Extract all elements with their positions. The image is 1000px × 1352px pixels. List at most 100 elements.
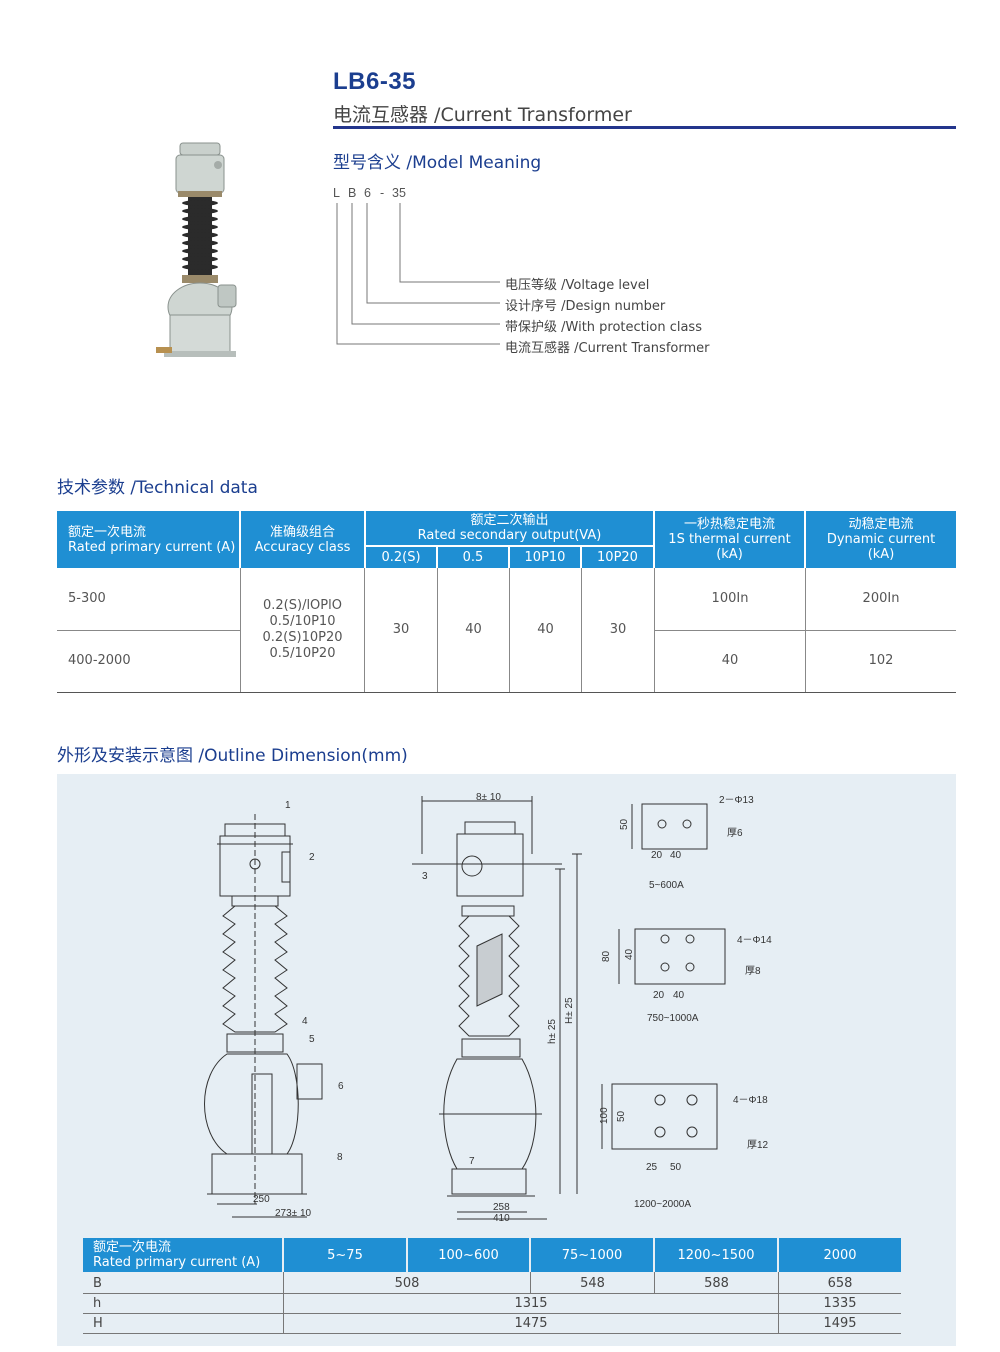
t1-caption: 5~600A xyxy=(649,880,684,891)
dim-258: 258 xyxy=(493,1202,510,1213)
table-cell: 30 xyxy=(609,622,627,637)
dim-col-header: 75~1000 xyxy=(531,1238,653,1272)
header-class-05: 0.5 xyxy=(438,547,508,568)
dim-row-label: H xyxy=(93,1315,103,1331)
table-cell: 40 xyxy=(721,653,739,668)
t2-dim-40: 40 xyxy=(673,990,685,1001)
t3-dim-100: 100 xyxy=(599,1107,610,1124)
callout-4: 4 xyxy=(302,1016,308,1027)
t2-thickness-label: 厚8 xyxy=(745,965,761,977)
table-cell: 1475 xyxy=(514,1315,548,1331)
dim-header-label: 额定一次电流 Rated primary current (A) xyxy=(83,1238,282,1272)
table-cell: 1495 xyxy=(823,1315,857,1331)
table-cell: 548 xyxy=(580,1275,605,1291)
header-secondary-output-en: Rated secondary output(VA) xyxy=(417,528,602,543)
outline-heading: 外形及安装示意图 /Outline Dimension(mm) xyxy=(57,746,408,766)
model-meaning-heading: 型号含义 /Model Meaning xyxy=(333,153,542,173)
dim-273: 273± 10 xyxy=(275,1208,312,1219)
front-view-drawing xyxy=(204,814,323,1218)
table-cell: 102 xyxy=(868,653,894,668)
technical-data-table: 额定一次电流 Rated primary current (A) 准确级组合 A… xyxy=(57,511,956,693)
header-dynamic-current: 动稳定电流 Dynamic current (kA) xyxy=(806,511,956,568)
header-accuracy-en: Accuracy class xyxy=(254,539,351,555)
t3-thickness-label: 厚12 xyxy=(747,1139,769,1151)
table-cell: 40 xyxy=(465,622,482,637)
dim-row-label: B xyxy=(93,1275,102,1291)
header-dynamic-en: Dynamic current xyxy=(826,532,936,547)
dim-h: h± 25 xyxy=(547,1019,558,1044)
dim-col-header: 2000 xyxy=(779,1238,901,1272)
meaning-current-transformer: 电流互感器 /Current Transformer xyxy=(505,341,710,356)
header-dynamic-cn: 动稳定电流 xyxy=(848,517,914,532)
dim-H: H± 25 xyxy=(564,997,575,1024)
model-leader-lines xyxy=(336,203,500,345)
dim-header-en: Rated primary current (A) xyxy=(93,1255,261,1270)
t1-dim-40: 40 xyxy=(670,850,682,861)
header-rated-primary: 额定一次电流 Rated primary current (A) xyxy=(57,511,239,568)
t2-caption: 750~1000A xyxy=(647,1013,699,1024)
header-secondary-output-cn: 额定二次输出 xyxy=(470,513,549,528)
t2-hole-label: 4－Φ14 xyxy=(737,935,772,946)
model-code-char: - xyxy=(380,186,385,200)
t1-dim-20: 20 xyxy=(651,850,663,861)
header-class-02s: 0.2(S) xyxy=(366,547,436,568)
header-dynamic-unit: (kA) xyxy=(867,547,895,562)
page-title: LB6-35 xyxy=(333,68,417,95)
outline-drawings: 1 2 3 4 5 6 7 8 250 273± 10 8± 10 258 41… xyxy=(204,792,772,1224)
header-rated-primary-en: Rated primary current (A) xyxy=(68,539,236,555)
model-code-char: 6 xyxy=(364,186,371,200)
page-subtitle: 电流互感器 /Current Transformer xyxy=(333,104,632,126)
t1-dim-50: 50 xyxy=(619,818,630,830)
table-cell: 40 xyxy=(537,622,554,637)
meaning-protection-class: 带保护级 /With protection class xyxy=(505,320,702,335)
technical-data-heading: 技术参数 /Technical data xyxy=(57,478,258,498)
callout-3: 3 xyxy=(422,871,428,882)
terminal-plate-1 xyxy=(631,803,708,850)
model-code-char: B xyxy=(348,186,357,200)
header-thermal-current: 一秒热稳定电流 1S thermal current (kA) xyxy=(655,511,804,568)
table-cell: 5-300 xyxy=(68,591,106,606)
callout-8: 8 xyxy=(337,1152,343,1163)
dim-col-header: 100~600 xyxy=(408,1238,529,1272)
t1-hole-label: 2－Φ13 xyxy=(719,795,754,806)
header-thermal-unit: (kA) xyxy=(716,547,743,562)
dimension-table: 额定一次电流 Rated primary current (A) 5~75 10… xyxy=(83,1238,901,1334)
model-code-char: L xyxy=(333,186,340,200)
t3-dim-50v: 50 xyxy=(616,1110,627,1122)
header-accuracy-cn: 准确级组合 xyxy=(269,524,335,540)
terminal-plate-3 xyxy=(601,1083,718,1150)
accuracy-value: 0.5/10P10 xyxy=(269,614,336,629)
accuracy-value: 0.2(S)10P20 xyxy=(262,630,343,645)
t2-dim-20: 20 xyxy=(653,990,665,1001)
terminal-plate-2 xyxy=(618,928,726,985)
t1-thickness-label: 厚6 xyxy=(727,827,743,839)
header-secondary-output: 额定二次输出 Rated secondary output(VA) xyxy=(366,511,653,545)
t3-hole-label: 4－Φ18 xyxy=(733,1095,768,1106)
accuracy-value: 0.5/10P20 xyxy=(269,646,336,661)
callout-1: 1 xyxy=(285,800,291,811)
table-cell: 200In xyxy=(862,591,900,606)
header-thermal-cn: 一秒热稳定电流 xyxy=(683,517,775,532)
side-view-drawing xyxy=(412,796,582,1220)
t2-dim-80: 80 xyxy=(601,950,612,962)
table-cell: 658 xyxy=(827,1275,853,1291)
dim-410: 410 xyxy=(493,1213,510,1224)
t3-dim-25: 25 xyxy=(646,1162,658,1173)
callout-5: 5 xyxy=(309,1034,315,1045)
table-cell: 30 xyxy=(392,622,410,637)
t2-dim-40v: 40 xyxy=(624,948,635,960)
table-cell: 400-2000 xyxy=(68,653,131,668)
header-thermal-en: 1S thermal current xyxy=(668,532,791,547)
callout-2: 2 xyxy=(309,852,315,863)
table-cell: 1315 xyxy=(514,1295,548,1311)
header-class-10p20: 10P20 xyxy=(582,547,653,568)
dim-col-header: 1200~1500 xyxy=(655,1238,777,1272)
header-accuracy: 准确级组合 Accuracy class xyxy=(241,511,364,568)
table-cell: 588 xyxy=(704,1275,729,1291)
model-code-char: 35 xyxy=(392,186,406,200)
t3-dim-50: 50 xyxy=(670,1162,682,1173)
table-cell: 1335 xyxy=(823,1295,857,1311)
dim-header-cn: 额定一次电流 xyxy=(93,1240,172,1255)
dim-col-header: 5~75 xyxy=(284,1238,406,1272)
title-divider xyxy=(333,126,956,129)
